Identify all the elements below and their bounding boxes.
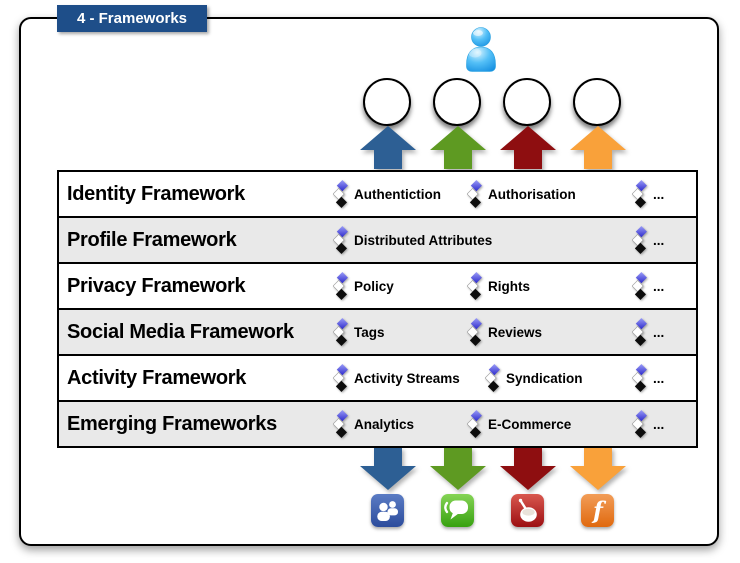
tag-item-more: ... <box>632 410 686 438</box>
arrow-down-green-icon <box>430 447 486 490</box>
tag-diamonds-icon <box>333 272 348 300</box>
title-badge: 4 - Frameworks <box>57 5 207 32</box>
arrow-up-green-icon <box>430 126 486 169</box>
tag-item-more: ... <box>632 226 686 254</box>
endpoint-circle <box>573 78 621 126</box>
table-row-emerging: Emerging Frameworks Analytics E-Commerce… <box>57 400 698 448</box>
tag-item: Reviews <box>467 318 542 346</box>
tag-label: E-Commerce <box>488 416 572 432</box>
tag-label: ... <box>653 324 665 340</box>
tag-item: E-Commerce <box>467 410 571 438</box>
tag-label: Analytics <box>354 416 415 432</box>
arrow-up-orange-icon <box>570 126 626 169</box>
arrow-up-blue-icon <box>360 126 416 169</box>
tag-diamonds-icon <box>632 226 647 254</box>
title-badge-label: 4 - Frameworks <box>76 10 188 27</box>
arrow-down-blue-icon <box>360 447 416 490</box>
endpoint-circle <box>363 78 411 126</box>
arrow-up-red-icon <box>500 126 556 169</box>
tag-item-more: ... <box>632 272 686 300</box>
table-row-identity: Identity Framework Authentiction Authori… <box>57 170 698 218</box>
tag-item-more: ... <box>632 364 686 392</box>
tag-item: Tags <box>333 318 467 346</box>
tag-item: Authorisation <box>467 180 576 208</box>
tag-label: Rights <box>488 278 530 294</box>
framework-tags: Analytics E-Commerce ... <box>333 410 696 438</box>
tag-diamonds-icon <box>333 318 348 346</box>
table-row-privacy: Privacy Framework Policy Rights ... <box>57 262 698 310</box>
tag-diamonds-icon <box>632 364 647 392</box>
drum-icon <box>511 494 544 527</box>
tag-item: Authentiction <box>333 180 467 208</box>
tag-item: Syndication <box>485 364 583 392</box>
tag-diamonds-icon <box>632 272 647 300</box>
letter-f-icon: f <box>581 494 614 527</box>
tag-label: ... <box>653 186 665 202</box>
tag-diamonds-icon <box>467 180 482 208</box>
tag-label: Distributed Attributes <box>354 232 493 248</box>
tag-label: Authentiction <box>354 186 441 202</box>
tag-diamonds-icon <box>632 180 647 208</box>
table-row-social-media: Social Media Framework Tags Reviews ... <box>57 308 698 356</box>
table-row-activity: Activity Framework Activity Streams Synd… <box>57 354 698 402</box>
tag-label: Reviews <box>488 324 543 340</box>
framework-tags: Tags Reviews ... <box>333 318 696 346</box>
framework-name: Profile Framework <box>67 228 237 251</box>
tag-diamonds-icon <box>485 364 500 392</box>
framework-tags: Distributed Attributes ... <box>333 226 696 254</box>
framework-name: Emerging Frameworks <box>67 412 277 435</box>
endpoint-circle <box>433 78 481 126</box>
table-row-profile: Profile Framework Distributed Attributes… <box>57 216 698 264</box>
tag-diamonds-icon <box>333 410 348 438</box>
tag-label: Activity Streams <box>354 370 460 386</box>
framework-tags: Authentiction Authorisation ... <box>333 180 696 208</box>
tag-diamonds-icon <box>632 318 647 346</box>
letter-f-glyph: f <box>591 498 607 525</box>
framework-tags: Policy Rights ... <box>333 272 696 300</box>
tag-diamonds-icon <box>467 318 482 346</box>
tag-label: Syndication <box>506 370 583 386</box>
arrow-down-orange-icon <box>570 447 626 490</box>
framework-name: Activity Framework <box>67 366 247 389</box>
tag-diamonds-icon <box>467 410 482 438</box>
tag-diamonds-icon <box>333 364 348 392</box>
arrow-down-red-icon <box>500 447 556 490</box>
tag-label: ... <box>653 278 665 294</box>
tag-item: Policy <box>333 272 467 300</box>
framework-name: Privacy Framework <box>67 274 246 297</box>
tag-label: ... <box>653 232 665 248</box>
tag-diamonds-icon <box>632 410 647 438</box>
tag-item-more: ... <box>632 318 686 346</box>
tag-item: Distributed Attributes <box>333 226 492 254</box>
tag-label: Tags <box>354 324 385 340</box>
tag-diamonds-icon <box>467 272 482 300</box>
tag-label: Authorisation <box>488 186 576 202</box>
tag-diamonds-icon <box>333 226 348 254</box>
tag-item-more: ... <box>632 180 686 208</box>
framework-name: Identity Framework <box>67 182 245 205</box>
chat-bubble-icon <box>441 494 474 527</box>
tag-diamonds-icon <box>333 180 348 208</box>
framework-name: Social Media Framework <box>67 320 294 343</box>
user-icon <box>457 26 505 74</box>
tag-label: Policy <box>354 278 394 294</box>
endpoint-circle <box>503 78 551 126</box>
tag-label: ... <box>653 370 665 386</box>
frameworks-table: Identity Framework Authentiction Authori… <box>57 170 698 448</box>
tag-item: Activity Streams <box>333 364 485 392</box>
framework-tags: Activity Streams Syndication ... <box>333 364 696 392</box>
tag-item: Analytics <box>333 410 467 438</box>
people-group-icon <box>371 494 404 527</box>
tag-label: ... <box>653 416 665 432</box>
tag-item: Rights <box>467 272 530 300</box>
